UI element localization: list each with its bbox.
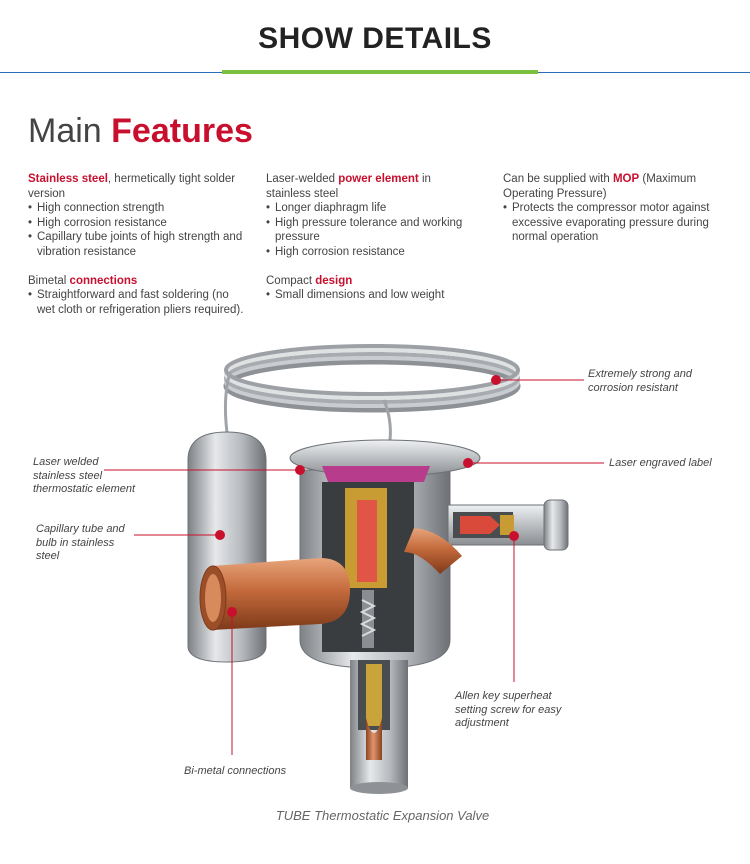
feature-bullets: High connection strength High corrosion … bbox=[28, 201, 248, 259]
page-title: SHOW DETAILS bbox=[258, 22, 492, 55]
bullet-item: High connection strength bbox=[28, 201, 248, 216]
callout-laser-engraved: Laser engraved label bbox=[609, 457, 712, 469]
bullet-item: High corrosion resistance bbox=[28, 216, 248, 231]
feature-bullets: Small dimensions and low weight bbox=[266, 288, 466, 303]
feature-title: Bimetal connections bbox=[28, 274, 248, 289]
feature-text: , hermetically tight solder version bbox=[28, 173, 236, 200]
features-column-1: Stainless steel, hermetically tight sold… bbox=[28, 172, 248, 331]
adjustment-spindle bbox=[404, 499, 569, 574]
callout-bimetal-connections: Bi-metal connections bbox=[184, 765, 287, 777]
header-accent-bar bbox=[222, 70, 538, 74]
outlet-tube bbox=[350, 660, 408, 794]
feature-text: Compact bbox=[266, 274, 316, 287]
feature-bullets: Straightforward and fast soldering (no w… bbox=[28, 288, 248, 317]
feature-title: Stainless steel, hermetically tight sold… bbox=[28, 172, 248, 201]
expansion-valve-illustration bbox=[104, 344, 604, 794]
callout-leaders bbox=[104, 375, 604, 755]
feature-bullets: Protects the compressor motor against ex… bbox=[503, 201, 713, 245]
callout-laser-welded: Laser welded stainless steel thermostati… bbox=[33, 456, 136, 495]
bullet-item: High pressure tolerance and working pres… bbox=[266, 216, 466, 245]
callout-allen-key: Allen key superheat setting screw for ea… bbox=[455, 690, 562, 729]
feature-highlight: MOP bbox=[612, 173, 640, 185]
feature-highlight: connections bbox=[69, 274, 138, 287]
heading-highlight: Features bbox=[111, 112, 253, 150]
figure-caption: TUBE Thermostatic Expansion Valve bbox=[275, 808, 490, 823]
feature-highlight: power element bbox=[338, 173, 419, 185]
bullet-item: Straightforward and fast soldering (no w… bbox=[28, 288, 248, 317]
feature-title: Can be supplied with MOP (Maximum Operat… bbox=[503, 172, 713, 201]
bullet-item: Protects the compressor motor against ex… bbox=[503, 201, 713, 245]
feature-text: Bimetal bbox=[28, 274, 70, 287]
feature-compact-design: Compact design Small dimensions and low … bbox=[266, 274, 466, 303]
feature-bullets: Longer diaphragm life High pressure tole… bbox=[266, 201, 466, 259]
bullet-item: Capillary tube joints of high strength a… bbox=[28, 230, 248, 259]
feature-stainless-steel: Stainless steel, hermetically tight sold… bbox=[28, 172, 248, 260]
bullet-item: Longer diaphragm life bbox=[266, 201, 466, 216]
feature-highlight: design bbox=[315, 274, 353, 287]
inlet-copper-tube bbox=[199, 558, 350, 631]
bullet-item: Small dimensions and low weight bbox=[266, 288, 466, 303]
feature-power-element: Laser-welded power element in stainless … bbox=[266, 172, 466, 260]
feature-mop: Can be supplied with MOP (Maximum Operat… bbox=[503, 172, 713, 245]
feature-text: Can be supplied with bbox=[503, 173, 613, 185]
callout-extremely-strong: Extremely strong and corrosion resistant bbox=[588, 368, 692, 394]
section-heading: Main Features bbox=[28, 112, 253, 151]
capillary-coil bbox=[223, 344, 521, 441]
feature-title: Laser-welded power element in stainless … bbox=[266, 172, 466, 201]
feature-title: Compact design bbox=[266, 274, 466, 289]
features-column-3: Can be supplied with MOP (Maximum Operat… bbox=[503, 172, 713, 259]
heading-main: Main bbox=[28, 112, 102, 150]
bullet-item: High corrosion resistance bbox=[266, 245, 466, 260]
features-column-2: Laser-welded power element in stainless … bbox=[266, 172, 466, 317]
feature-bimetal: Bimetal connections Straightforward and … bbox=[28, 274, 248, 318]
feature-text: Laser-welded bbox=[266, 173, 339, 185]
feature-text: in stainless steel bbox=[266, 173, 431, 200]
feature-text: (Maximum Operating Pressure) bbox=[503, 173, 697, 200]
feature-highlight: Stainless steel bbox=[28, 173, 108, 185]
callout-capillary-tube: Capillary tube and bulb in stainless ste… bbox=[36, 523, 125, 562]
